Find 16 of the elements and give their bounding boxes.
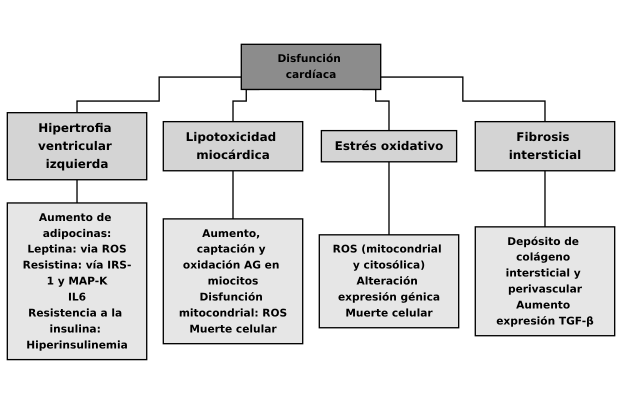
node-box [6, 202, 148, 360]
node-box [320, 130, 458, 162]
node-box [240, 44, 382, 90]
hierarchy-diagram: Disfunción cardíaca Hipertrofia ventricular izquierda Lipotoxicidad miocárdica Estrés oxidativo Fibrosis intersticial Aumento de adipocinas: Leptina: via ROS Resistina: vía IRS-1 y MAP-K IL6 Resistencia a la insulina: Hiperinsulinemia Aumento, captación y oxidación AG en miocitos Disfunción mitocondrial: ROS Muerte celular ROS (mitocondrial y citosólica) Alteración expresión génica Muerte celular Depósito de colágeno intersticial y perivascular Aumento expresión TGF-β [2, 39, 620, 365]
connector [380, 76, 546, 122]
connector [544, 170, 546, 228]
connector [232, 170, 234, 220]
node-box [318, 234, 460, 328]
connector [388, 161, 390, 236]
node-box [162, 218, 304, 344]
node-box [474, 226, 616, 336]
node-box [6, 112, 148, 180]
node-box [162, 121, 304, 172]
node-box [474, 121, 616, 172]
connector [76, 76, 242, 114]
connector [76, 179, 78, 204]
